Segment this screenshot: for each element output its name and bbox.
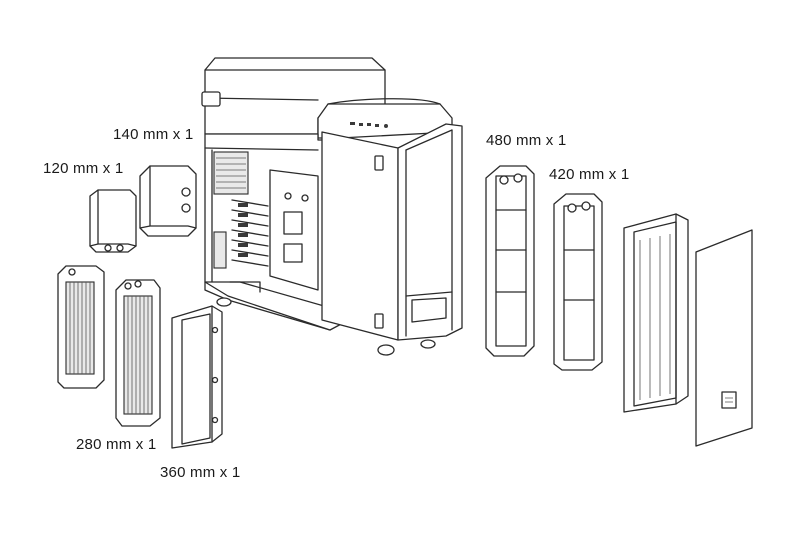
front-io-ports (350, 122, 388, 128)
radiator-360mm (115, 279, 161, 427)
radiator-bracket-panel (171, 305, 223, 449)
radiator-480mm (485, 165, 535, 357)
label-420mm: 420 mm x 1 (549, 166, 630, 183)
radiator-420mm (553, 193, 603, 371)
label-360mm: 360 mm x 1 (160, 464, 241, 481)
radiator-120mm (89, 189, 137, 253)
expansion-slots (231, 199, 269, 267)
radiator-140mm (139, 165, 197, 237)
label-480mm: 480 mm x 1 (486, 132, 567, 149)
rear-cover-sheet (695, 229, 753, 447)
radiator-280mm (57, 265, 105, 389)
label-280mm: 280 mm x 1 (76, 436, 157, 453)
label-120mm: 120 mm x 1 (43, 160, 124, 177)
pc-case-chassis (201, 57, 463, 356)
label-140mm: 140 mm x 1 (113, 126, 194, 143)
vertical-mounting-panel (623, 213, 689, 413)
